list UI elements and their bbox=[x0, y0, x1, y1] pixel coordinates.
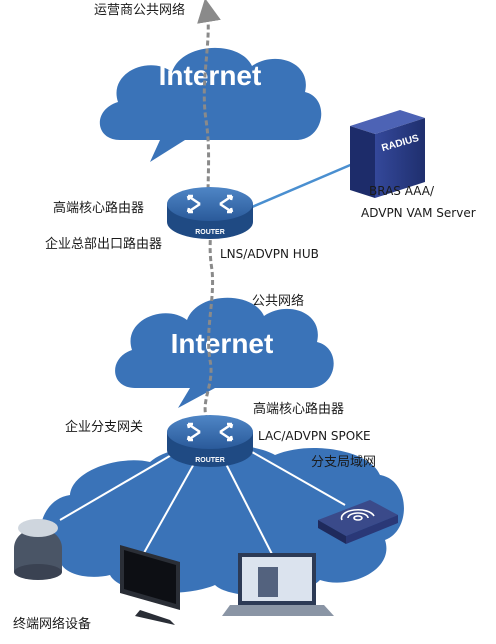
label-hq-router-role: 企业总部出口路由器 bbox=[45, 237, 163, 252]
radius-server: RADIUS bbox=[350, 110, 425, 198]
branch-links bbox=[59, 447, 346, 561]
router-text-branch: ROUTER bbox=[195, 457, 225, 464]
internet-cloud-bottom: Internet bbox=[115, 297, 334, 408]
label-carrier-public-network: 运营商公共网络 bbox=[94, 3, 186, 18]
link-hq-to-server bbox=[244, 161, 356, 212]
wireless-ap-icon bbox=[318, 500, 398, 544]
router-arrows-icon bbox=[186, 422, 234, 442]
internet-cloud-top: Internet bbox=[99, 47, 322, 162]
label-terminal-devices: 终端网络设备 bbox=[13, 617, 92, 632]
internet-bottom-text: Internet bbox=[171, 328, 274, 359]
router-arrows-icon bbox=[186, 194, 234, 214]
label-spoke-role: LAC/ADVPN SPOKE bbox=[258, 429, 371, 443]
label-branch-gateway: 企业分支网关 bbox=[65, 420, 144, 435]
label-branch-lan: 分支局域网 bbox=[311, 455, 377, 470]
branch-router: ROUTER bbox=[167, 415, 253, 467]
hq-router: ROUTER bbox=[167, 187, 253, 239]
monitor-icon bbox=[120, 545, 180, 625]
label-hq-router-title: 高端核心路由器 bbox=[53, 201, 145, 216]
laptop-icon bbox=[222, 553, 334, 616]
internet-top-text: Internet bbox=[159, 60, 262, 91]
label-server-line1: BRAS AAA/ bbox=[369, 184, 435, 198]
dome-camera-icon bbox=[14, 519, 62, 580]
label-hub-role: LNS/ADVPN HUB bbox=[220, 247, 319, 261]
router-text-hq: ROUTER bbox=[195, 229, 225, 236]
label-server-line2: ADVPN VAM Server bbox=[361, 206, 476, 220]
label-branch-router-title: 高端核心路由器 bbox=[253, 402, 345, 417]
label-public-network: 公共网络 bbox=[252, 294, 305, 309]
